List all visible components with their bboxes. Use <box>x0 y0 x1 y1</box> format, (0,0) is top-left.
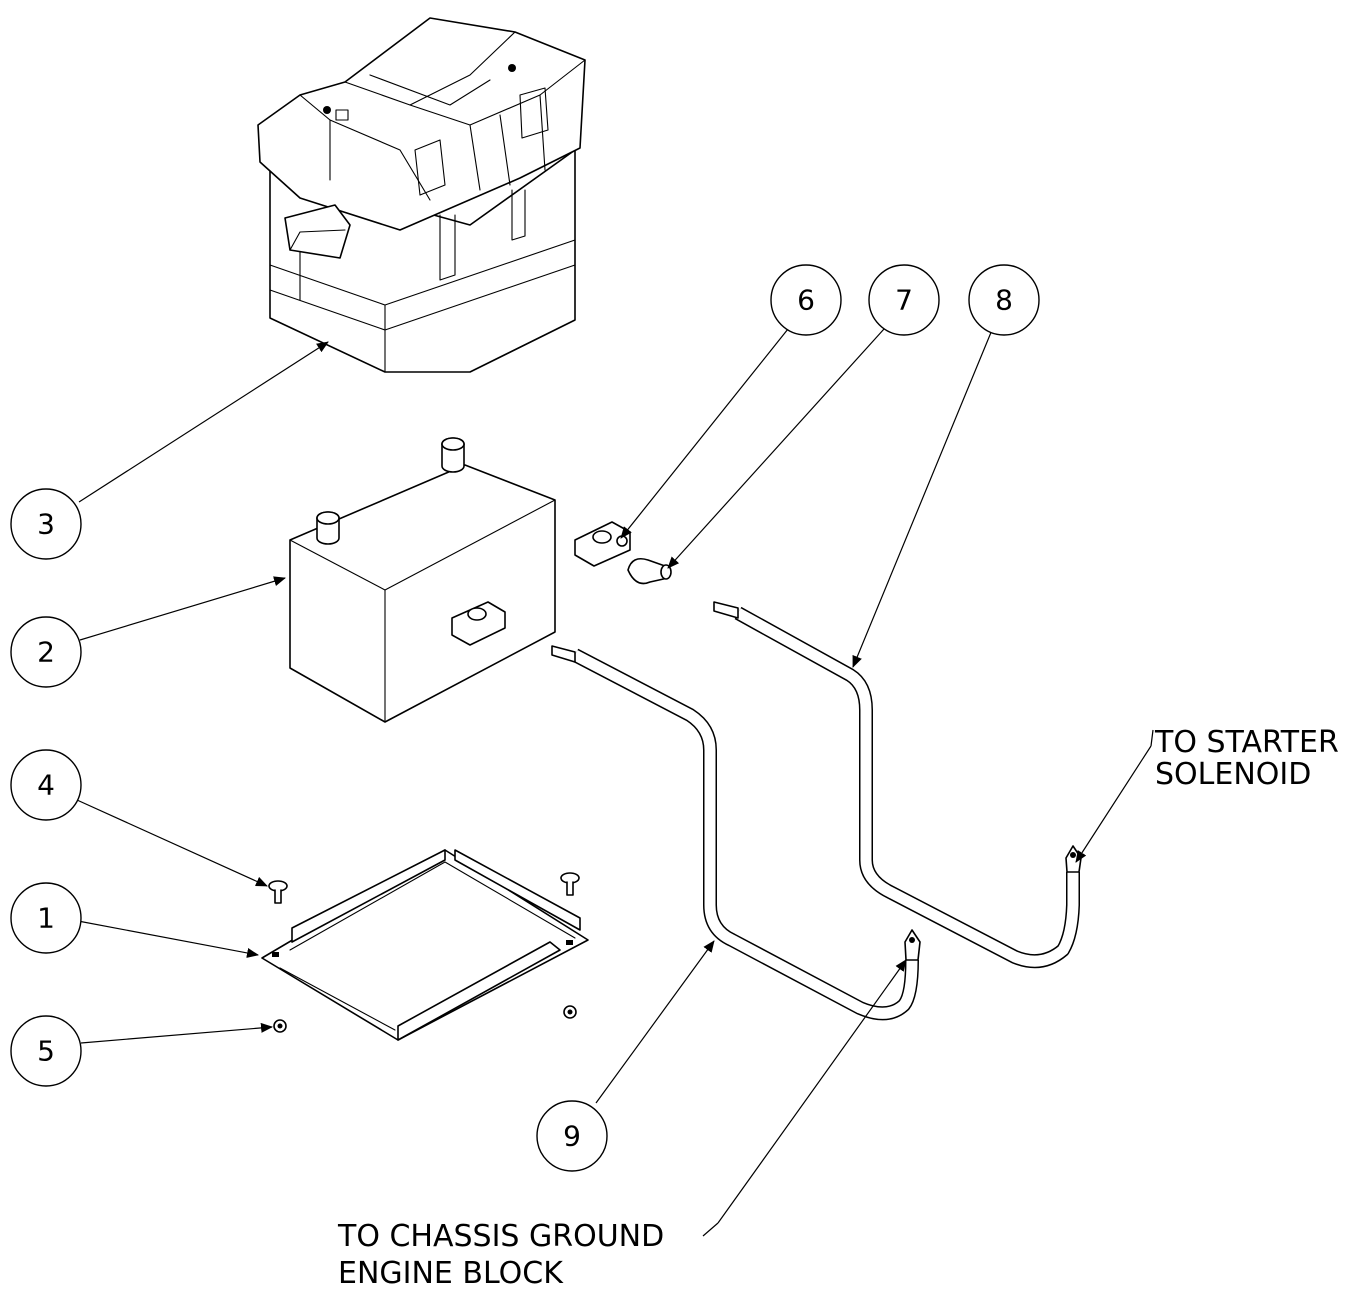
balloon-label: 3 <box>37 508 55 541</box>
balloon-label: 2 <box>37 636 55 669</box>
balloon-label: 1 <box>37 902 55 935</box>
balloon-label: 7 <box>895 284 913 317</box>
balloon-1: 1 <box>10 882 82 954</box>
battery <box>289 437 556 723</box>
battery-box <box>257 17 586 373</box>
terminal-clamp <box>574 521 631 567</box>
note-starter-line1: TO STARTER <box>1154 725 1339 760</box>
balloon-2: 2 <box>10 616 82 688</box>
balloon-5: 5 <box>10 1015 82 1087</box>
balloon-label: 9 <box>563 1120 581 1153</box>
balloon-8: 8 <box>968 264 1040 336</box>
tray-bolts <box>268 872 580 904</box>
battery-tray <box>261 849 589 1041</box>
balloon-9: 9 <box>536 1100 608 1172</box>
starter-cable <box>713 601 1082 969</box>
balloon-label: 6 <box>797 284 815 317</box>
balloon-6: 6 <box>770 264 842 336</box>
ground-cable <box>551 645 921 1021</box>
tray-nuts <box>273 1005 577 1033</box>
terminal-boot <box>627 557 672 585</box>
note-ground-line1: TO CHASSIS GROUND <box>337 1219 664 1254</box>
note-ground-line2: ENGINE BLOCK <box>338 1256 564 1291</box>
note-starter-line2: SOLENOID <box>1155 757 1311 792</box>
note-starter-solenoid: TO STARTER SOLENOID <box>1154 725 1339 792</box>
balloon-label: 5 <box>37 1035 55 1068</box>
balloon-label: 4 <box>37 769 55 802</box>
balloon-3: 3 <box>10 488 82 560</box>
note-chassis-ground: TO CHASSIS GROUND ENGINE BLOCK <box>337 1219 664 1291</box>
balloon-7: 7 <box>868 264 940 336</box>
balloon-label: 8 <box>995 284 1013 317</box>
leader-lines <box>76 328 1154 1237</box>
balloon-4: 4 <box>10 749 82 821</box>
